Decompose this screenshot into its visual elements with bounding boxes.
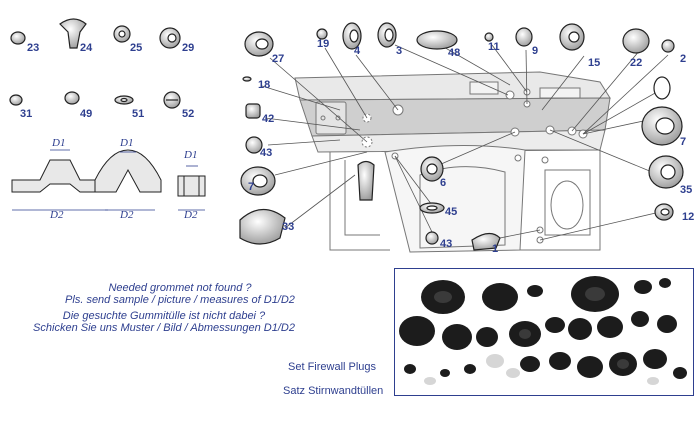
- firewall-plugs-photo: [394, 268, 694, 396]
- part-11: 11: [488, 41, 500, 53]
- note-line-4: Schicken Sie uns Muster / Bild / Abmessu…: [33, 322, 295, 334]
- part-43-left: 43: [260, 147, 272, 159]
- dim-d1-c: D1: [183, 149, 197, 161]
- part-23: 23: [27, 42, 39, 54]
- grommet-illustrations: [9, 18, 684, 251]
- dim-d2-b: D2: [119, 209, 134, 221]
- part-49: 49: [80, 108, 92, 120]
- dim-d2-a: D2: [49, 209, 64, 221]
- part-25: 25: [130, 42, 142, 54]
- part-43-bottom: 43: [440, 238, 452, 250]
- part-52: 52: [182, 108, 194, 120]
- set-label-english: Set Firewall Plugs: [288, 361, 377, 373]
- part-numbers: 23 24 25 29 31 49 51 52 19 4 3 48 11 9 1…: [20, 38, 694, 255]
- part-29: 29: [182, 42, 194, 54]
- part-18: 18: [258, 79, 270, 91]
- part-7-right: 7: [680, 136, 686, 148]
- dim-d1-a: D1: [51, 137, 65, 149]
- note-line-3: Die gesuchte Gummitülle ist nicht dabei …: [62, 310, 266, 322]
- dim-d1-b: D1: [119, 137, 133, 149]
- part-4: 4: [354, 45, 361, 57]
- notes-german: Die gesuchte Gummitülle ist nicht dabei …: [4, 310, 324, 334]
- dimension-labels: D1 D2 D1 D2 D1 D2: [49, 137, 198, 221]
- part-6: 6: [440, 177, 446, 189]
- part-2: 2: [680, 53, 686, 65]
- part-1: 1: [492, 243, 498, 255]
- note-line-1: Needed grommet not found ?: [108, 282, 252, 294]
- dimension-lines: [12, 149, 205, 211]
- set-label-german: Satz Stirnwandtüllen: [283, 385, 384, 397]
- part-35: 35: [680, 184, 692, 196]
- part-42: 42: [262, 113, 274, 125]
- part-12: 12: [682, 211, 694, 223]
- part-45: 45: [445, 206, 457, 218]
- notes-english: Needed grommet not found ? Pls. send sam…: [20, 282, 340, 306]
- dim-d2-c: D2: [183, 209, 198, 221]
- part-51: 51: [132, 108, 144, 120]
- part-33: 33: [282, 221, 294, 233]
- part-48: 48: [448, 47, 460, 59]
- note-line-2: Pls. send sample / picture / measures of…: [65, 294, 295, 306]
- firewall-body-drawing: [294, 71, 611, 253]
- cross-sections: [11, 149, 206, 197]
- part-31: 31: [20, 108, 32, 120]
- part-7-left: 7: [248, 181, 254, 193]
- plugs-photo-drawing: [399, 276, 687, 385]
- part-19: 19: [317, 38, 329, 50]
- part-24: 24: [80, 42, 93, 54]
- part-27: 27: [272, 53, 284, 65]
- leader-lines: [261, 41, 669, 241]
- part-15: 15: [588, 57, 600, 69]
- part-3: 3: [396, 45, 402, 57]
- part-22: 22: [630, 57, 642, 69]
- part-9: 9: [532, 45, 538, 57]
